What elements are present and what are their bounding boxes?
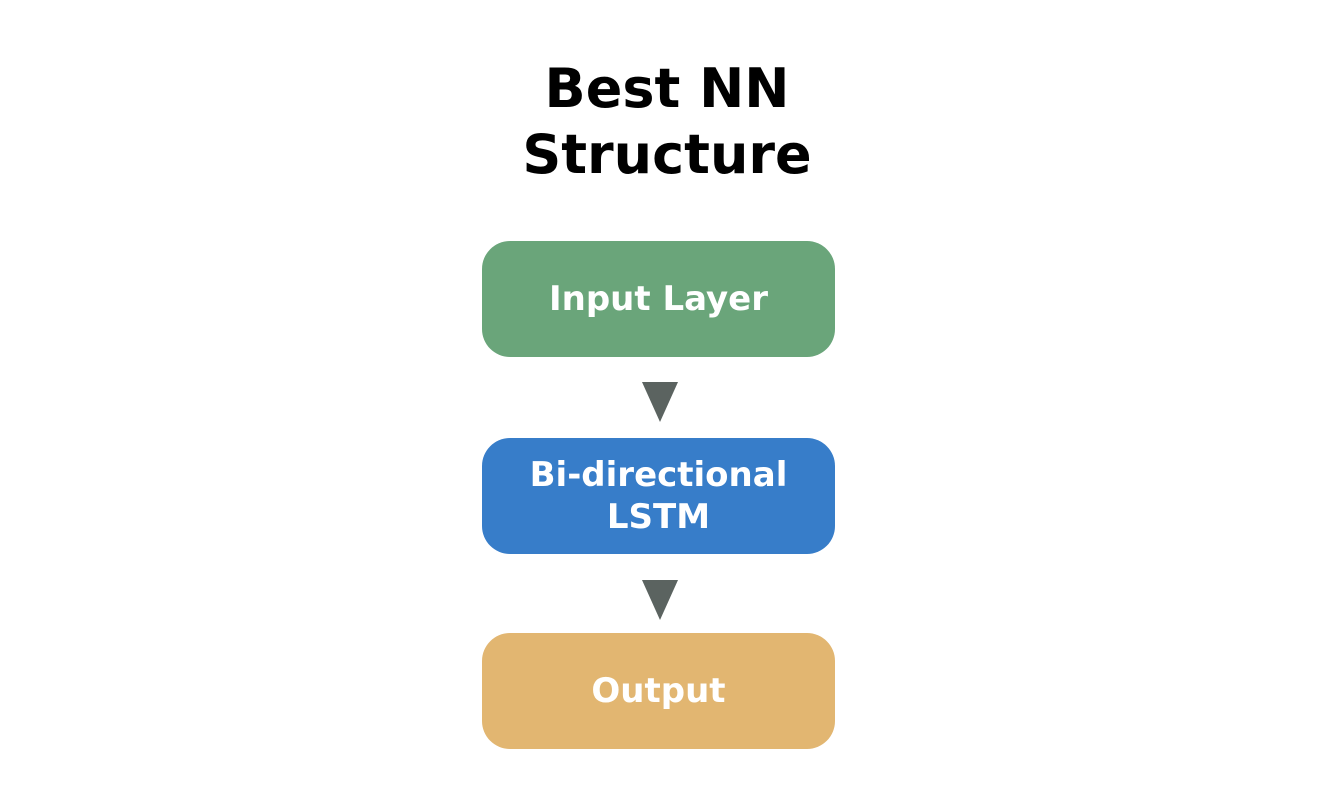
diagram-title: Best NN Structure: [0, 56, 1334, 188]
node-bidirectional-lstm: Bi-directional LSTM: [482, 438, 835, 554]
node-bidirectional-lstm-label-line-2: LSTM: [606, 497, 711, 537]
node-output-label: Output: [591, 671, 726, 711]
diagram-title-line-1: Best NN: [544, 57, 790, 120]
node-input-layer: Input Layer: [482, 241, 835, 357]
node-bidirectional-lstm-label-line-1: Bi-directional: [529, 455, 788, 495]
node-input-layer-label: Input Layer: [548, 279, 769, 319]
diagram-title-line-2: Structure: [522, 123, 812, 186]
triangle-down-icon: [642, 580, 678, 620]
node-output: Output: [482, 633, 835, 749]
triangle-down-icon: [642, 382, 678, 422]
